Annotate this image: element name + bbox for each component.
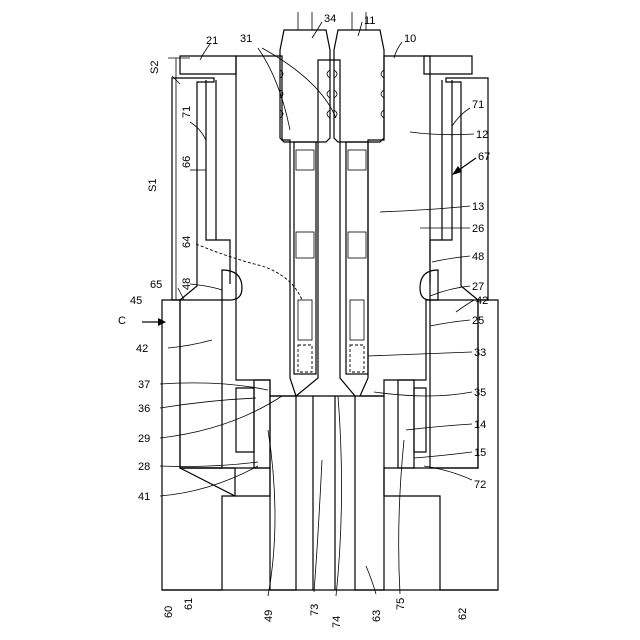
label-34: 34 (324, 13, 336, 25)
base-body (162, 300, 498, 590)
label-65: 65 (150, 279, 162, 291)
label-71-left: 71 (181, 106, 193, 118)
label-10: 10 (404, 33, 416, 45)
label-35: 35 (474, 387, 486, 399)
top-cap (180, 56, 472, 74)
label-42-right: 42 (476, 295, 488, 307)
label-73: 73 (309, 604, 321, 616)
label-c: C (118, 315, 126, 327)
label-66: 66 (181, 156, 193, 168)
label-21: 21 (206, 35, 218, 47)
label-26: 26 (472, 223, 484, 235)
label-42-left: 42 (136, 343, 148, 355)
arrow-67 (452, 158, 476, 175)
label-33: 33 (474, 347, 486, 359)
label-71-right: 71 (472, 99, 484, 111)
label-12: 12 (476, 129, 488, 141)
label-41: 41 (138, 491, 150, 503)
seal-rings (222, 270, 438, 300)
central-body (236, 56, 430, 396)
label-75: 75 (395, 598, 407, 610)
label-14: 14 (474, 419, 486, 431)
label-s1: S1 (147, 179, 159, 192)
label-61: 61 (183, 598, 195, 610)
label-74: 74 (331, 616, 343, 628)
label-31: 31 (240, 33, 252, 45)
label-67: 67 (478, 151, 490, 163)
label-49: 49 (263, 610, 275, 622)
label-15: 15 (474, 447, 486, 459)
label-27: 27 (472, 281, 484, 293)
label-37: 37 (138, 379, 150, 391)
connector-right (334, 12, 384, 374)
dimension-marks (168, 58, 190, 300)
label-64: 64 (181, 236, 193, 248)
label-62: 62 (457, 608, 469, 620)
label-60: 60 (163, 606, 175, 618)
label-28: 28 (138, 461, 150, 473)
label-s2: S2 (149, 61, 161, 74)
label-29: 29 (138, 433, 150, 445)
leader-lines (160, 22, 474, 596)
reference-labels: 34 11 31 21 10 S2 71 71 66 S1 12 67 13 2… (118, 13, 490, 628)
connector-left (280, 12, 330, 374)
label-13: 13 (472, 201, 484, 213)
label-48-left: 48 (181, 278, 193, 290)
label-11: 11 (364, 15, 375, 27)
clamp-left (236, 380, 270, 468)
label-63: 63 (371, 610, 383, 622)
label-48-right: 48 (472, 251, 484, 263)
label-45: 45 (130, 295, 142, 307)
label-25: 25 (472, 315, 484, 327)
clamp-right (398, 380, 426, 468)
label-36: 36 (138, 403, 150, 415)
label-72: 72 (474, 479, 486, 491)
